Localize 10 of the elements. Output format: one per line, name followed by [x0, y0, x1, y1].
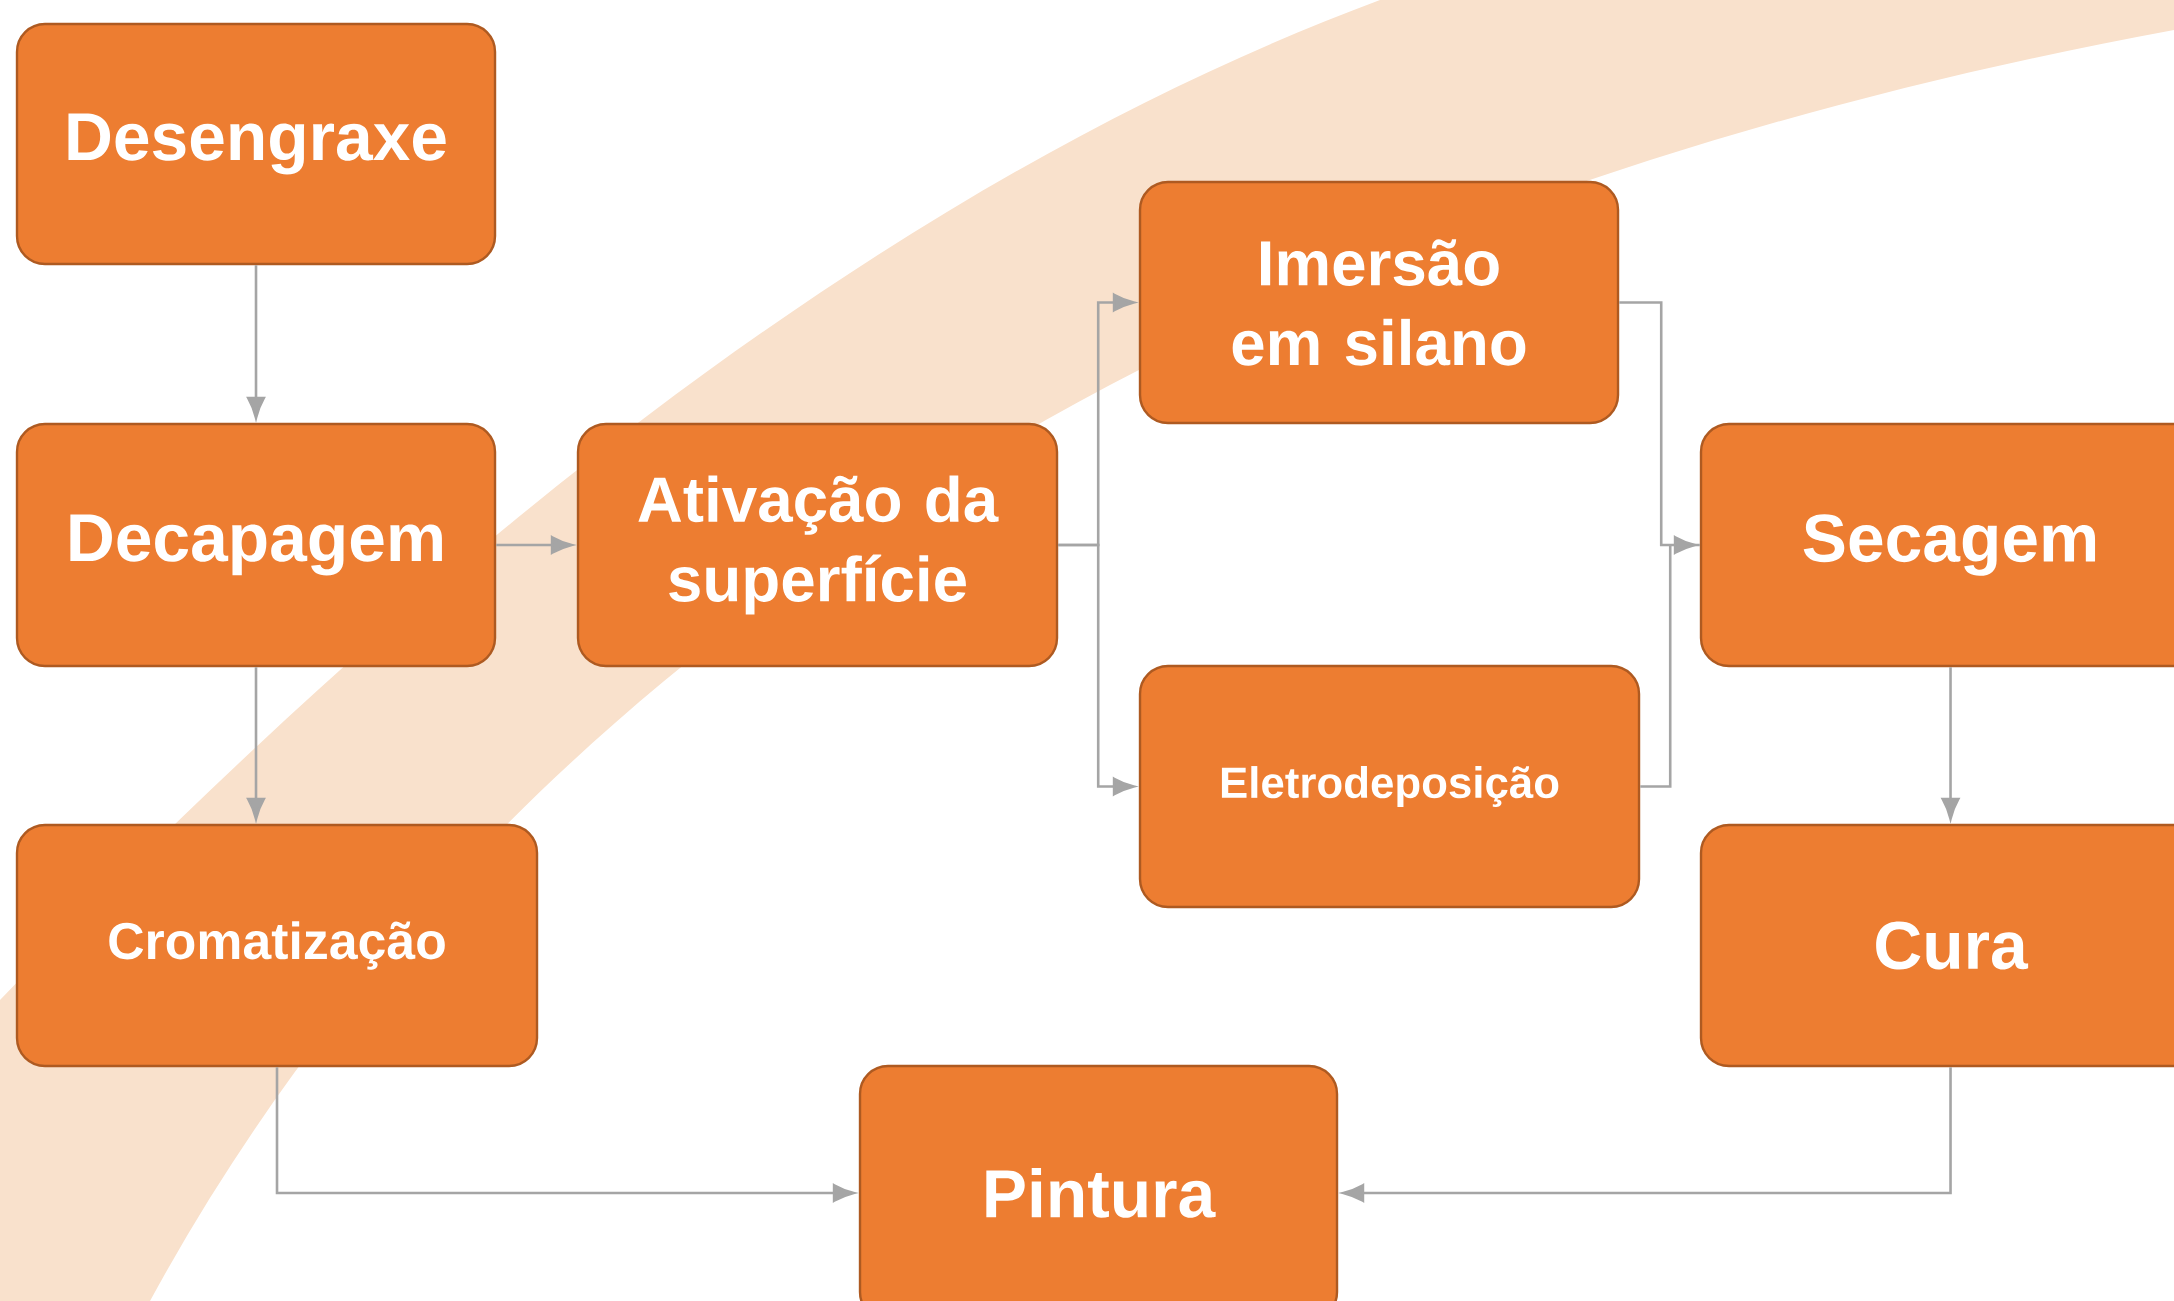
process-box: Cura: [1699, 823, 2174, 1068]
process-box: Secagem: [1699, 422, 2174, 668]
process-box: Eletrodeposição: [1138, 664, 1641, 909]
process-box: Decapagem: [15, 422, 497, 668]
process-box: Imersão em silano: [1138, 180, 1620, 425]
process-box: Ativação da superfície: [576, 422, 1059, 668]
process-box: Desengraxe: [15, 22, 497, 266]
process-box: Pintura: [858, 1064, 1339, 1301]
process-box: Cromatização: [15, 823, 539, 1068]
arrow: [1617, 301, 1702, 788]
